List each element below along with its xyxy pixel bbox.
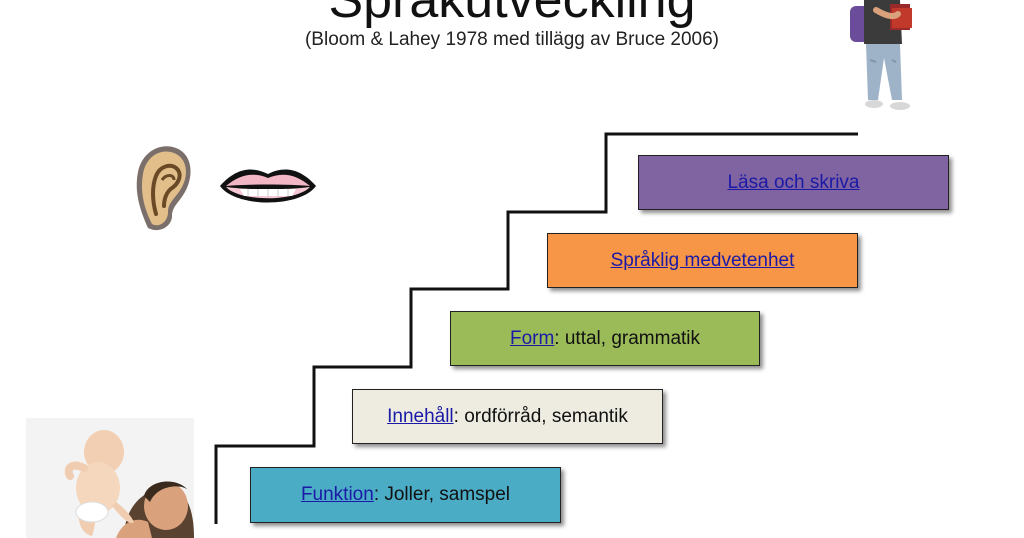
page-subtitle: (Bloom & Lahey 1978 med tillägg av Bruce… — [304, 29, 720, 50]
parent-with-baby-photo — [26, 418, 194, 538]
step-funktion: Funktion: Joller, samspel — [250, 467, 561, 523]
step-lasa-och-skriva: Läsa och skriva — [638, 155, 949, 210]
funktion-description: : Joller, samspel — [373, 484, 511, 505]
step-innehall: Innehåll: ordförråd, semantik — [352, 389, 663, 444]
step-form: Form: uttal, grammatik — [450, 311, 760, 366]
lips-icon — [220, 169, 316, 203]
student-with-books-photo — [850, 0, 912, 110]
lasa-och-skriva-link[interactable]: Läsa och skriva — [727, 171, 860, 193]
page-title: Språkutveckling — [328, 0, 696, 29]
ear-icon — [136, 146, 191, 231]
form-description: : uttal, grammatik — [554, 327, 701, 349]
spraklig-medvetenhet-link[interactable]: Språklig medvetenhet — [610, 249, 795, 271]
step-spraklig-medvetenhet: Språklig medvetenhet — [547, 233, 858, 288]
innehall-description: : ordförråd, semantik — [453, 405, 628, 427]
form-link[interactable]: Form — [509, 327, 555, 349]
funktion-link[interactable]: Funktion — [300, 484, 374, 505]
innehall-link[interactable]: Innehåll — [387, 405, 454, 427]
